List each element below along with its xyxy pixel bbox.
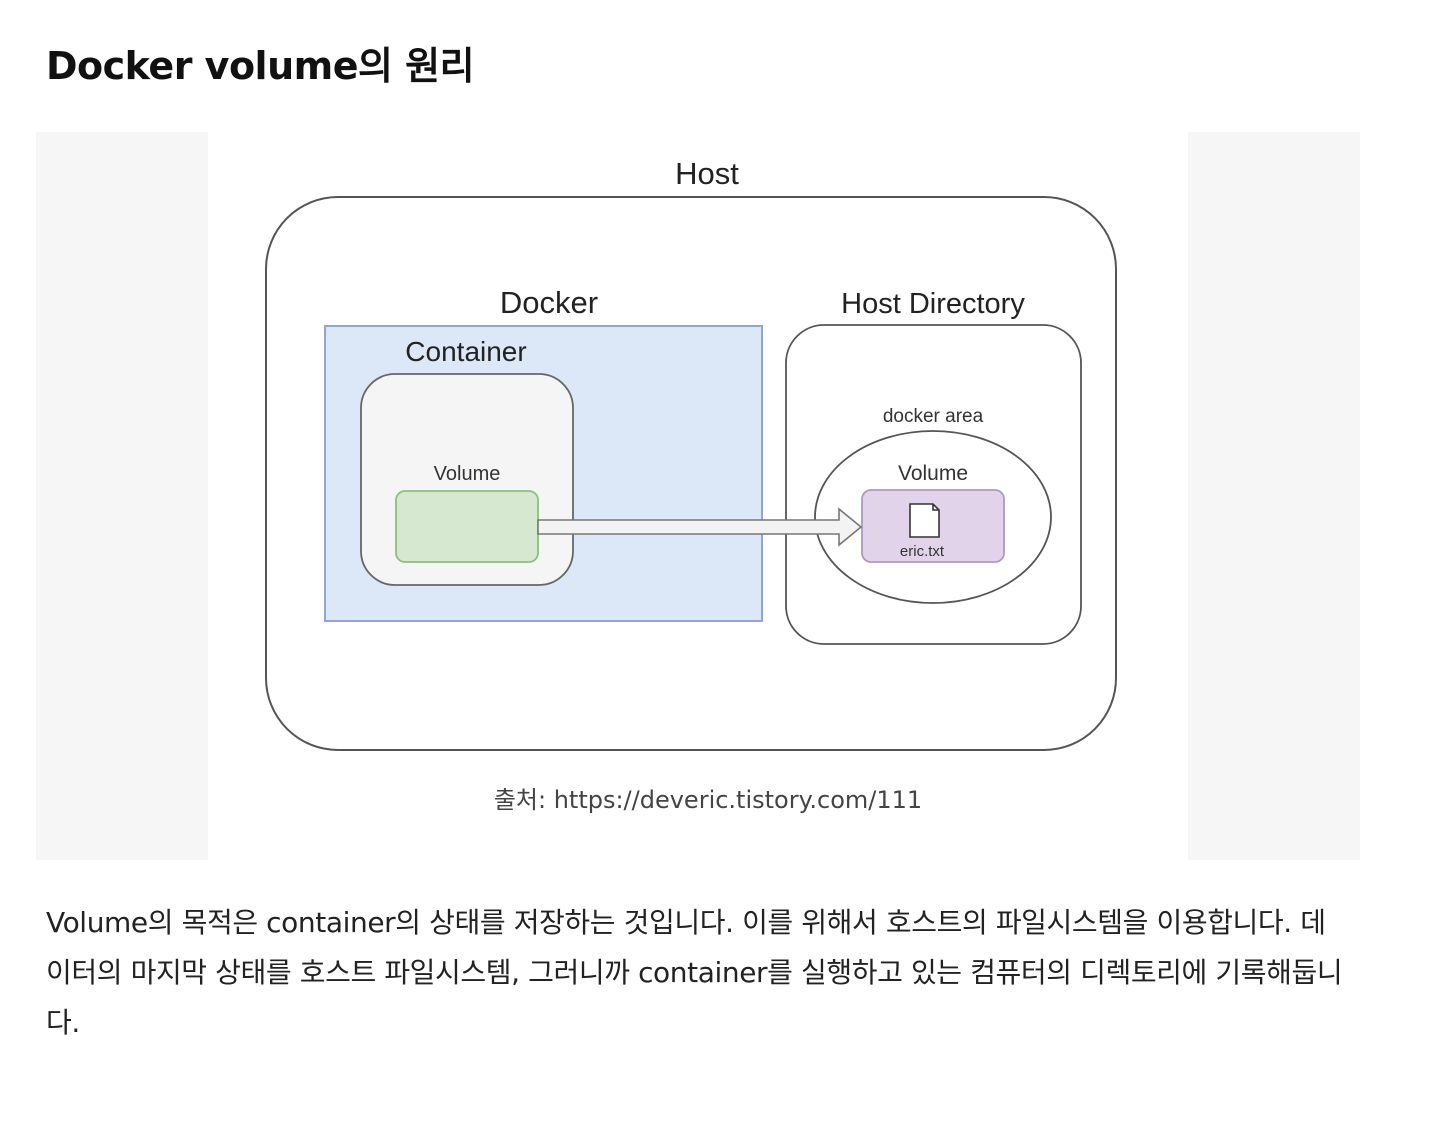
container-volume-box [395,490,539,563]
host-label: Host [675,156,739,191]
container-volume-label: Volume [434,463,501,485]
docker-volume-diagram: Host Docker Container Volume Host Direct… [208,132,1188,860]
container-label: Container [405,336,526,367]
figure-caption: 출처: https://deveric.tistory.com/111 [493,786,923,814]
figure-background-left [36,132,208,860]
host-directory-label: Host Directory [841,288,1025,320]
arrow-right-icon [537,507,863,547]
file-name-label: eric.txt [900,543,945,560]
figure-background-right [1188,132,1360,860]
docker-label: Docker [500,285,598,320]
page-title: Docker volume의 원리 [46,44,475,88]
file-icon [909,503,940,538]
docker-area-label: docker area [883,406,984,427]
host-volume-label: Volume [898,462,968,485]
body-paragraph: Volume의 목적은 container의 상태를 저장하는 것입니다. 이를… [46,906,1343,1039]
